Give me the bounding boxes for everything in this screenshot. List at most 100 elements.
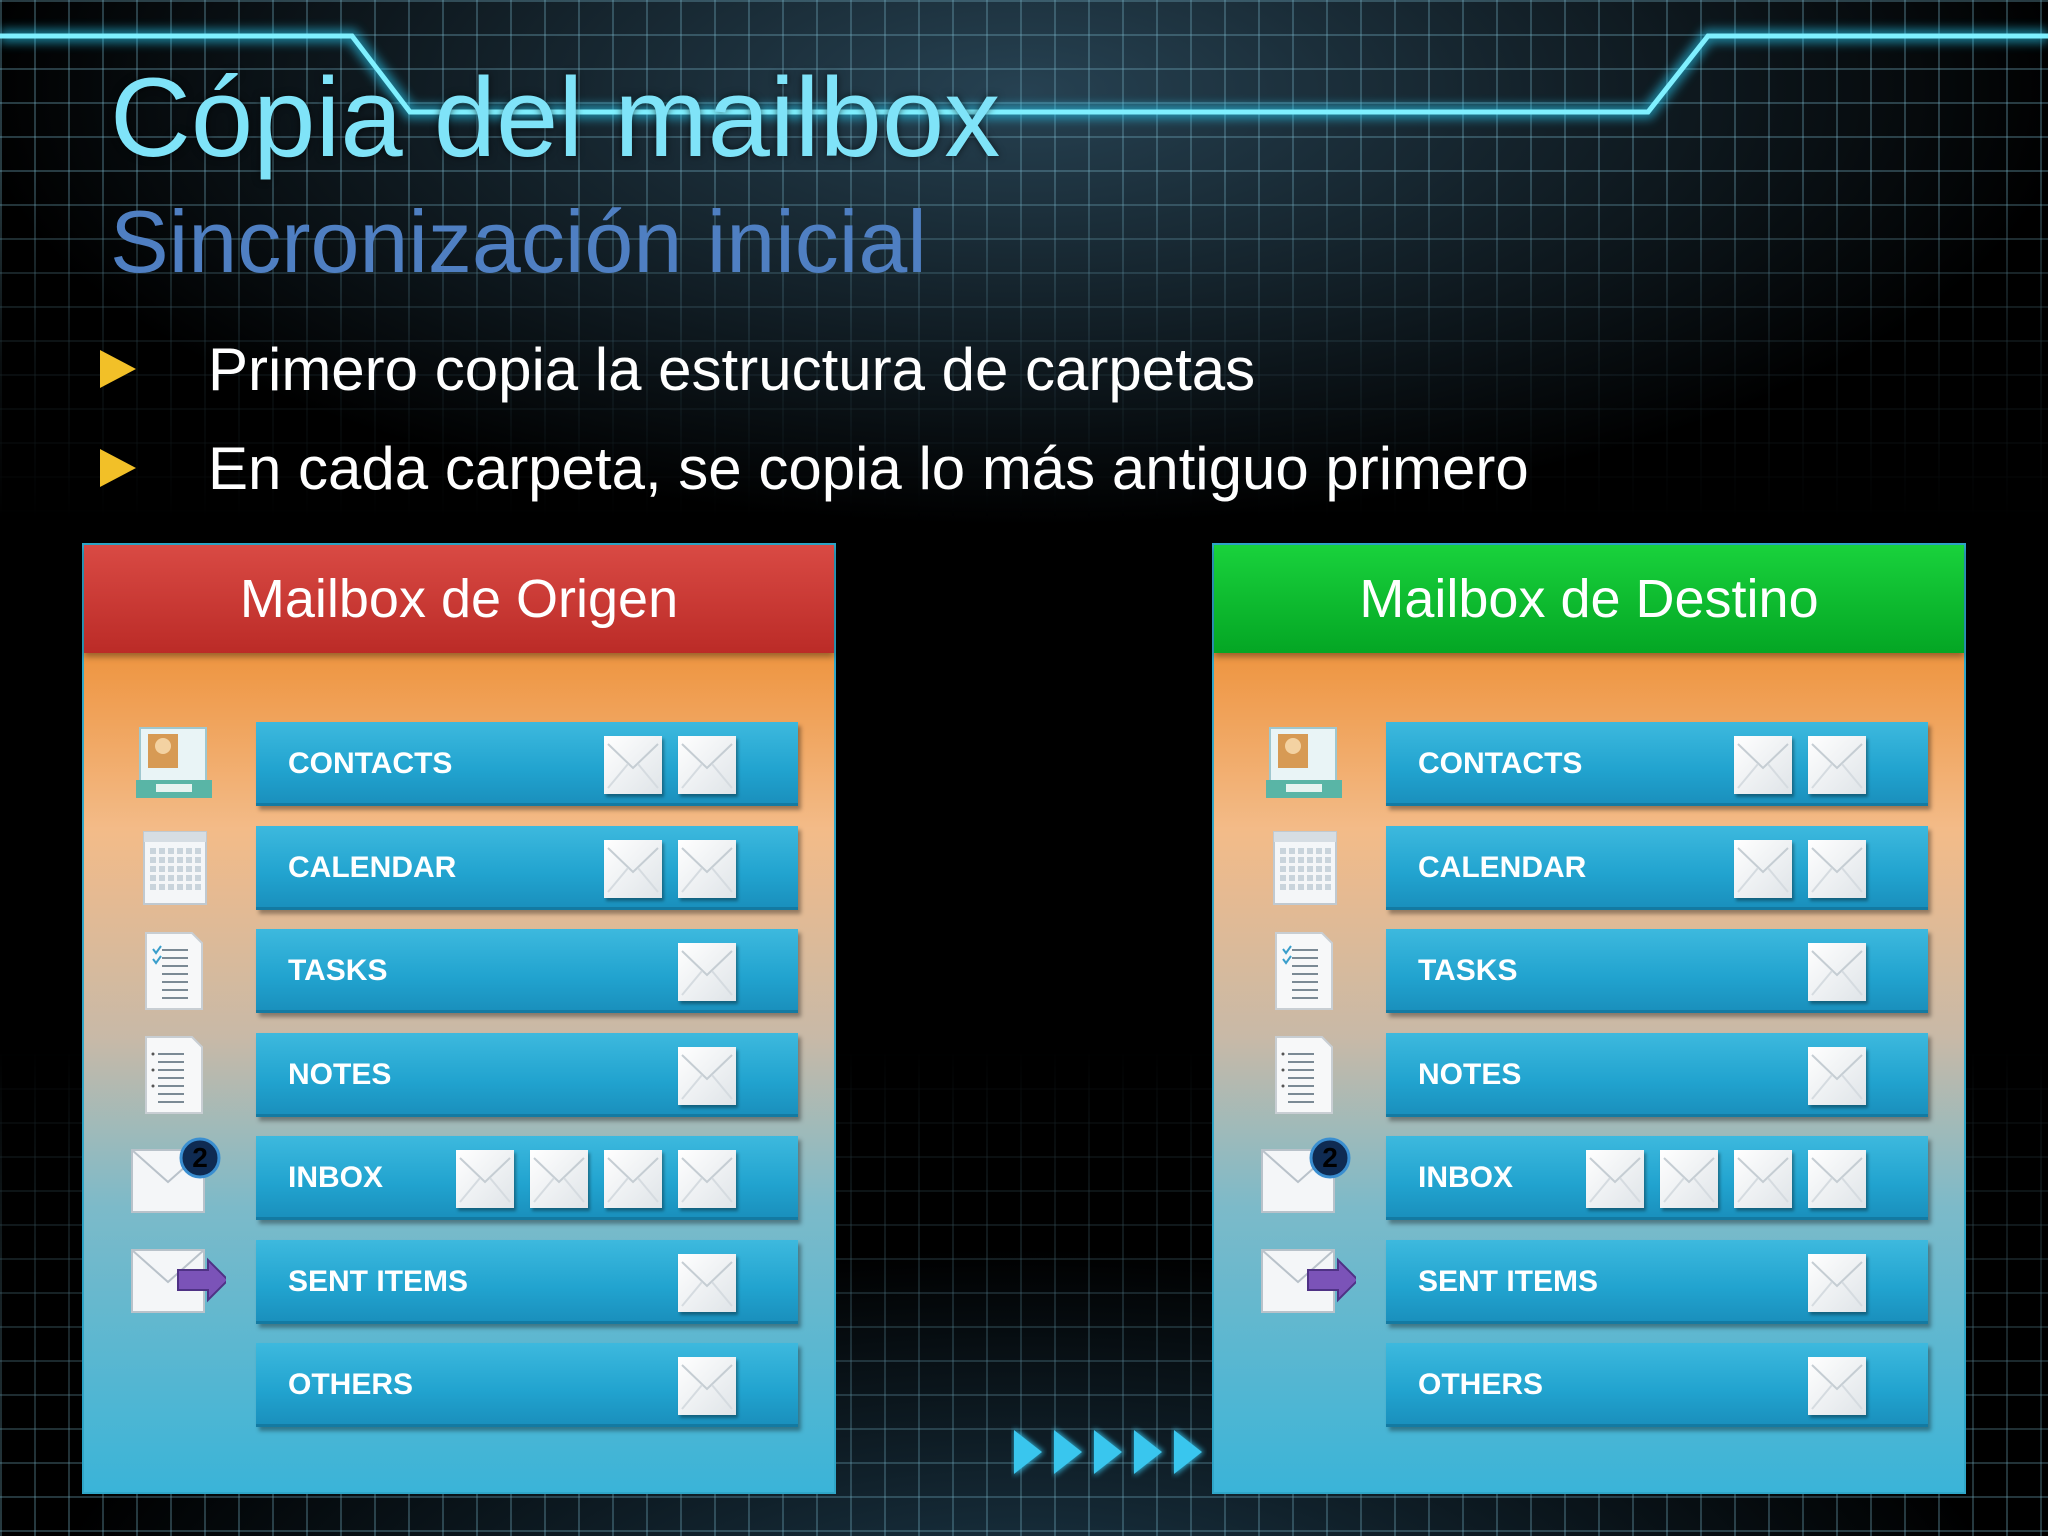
message-envelope-icon <box>678 839 736 898</box>
message-envelope-icon <box>678 943 736 1001</box>
transfer-arrow <box>1094 1430 1122 1474</box>
message-envelope-icon <box>678 1150 736 1208</box>
bullet-item: Primero copia la estructura de carpetas <box>100 334 1255 404</box>
tasks-icon <box>126 929 226 1013</box>
message-envelope-icon <box>1734 736 1792 794</box>
contacts-icon <box>1256 722 1356 806</box>
inbox-unread-badge: 2 <box>192 1142 208 1173</box>
message-envelope-icon <box>604 736 662 794</box>
empty-icon-slot <box>126 1343 226 1427</box>
folder-row-calendar: CALENDAR <box>84 825 834 910</box>
transfer-arrows-icon <box>1014 1428 1204 1476</box>
message-envelope-icon <box>1734 839 1792 898</box>
message-envelope-icon <box>1660 1150 1718 1208</box>
message-envelope-icon <box>1808 1357 1866 1415</box>
folder-label: SENT ITEMS <box>288 1264 469 1298</box>
source-mailbox-panel: Mailbox de Origen CONTACTS CALENDAR TASKS N… <box>82 543 836 1494</box>
folder-row-sent-items: SENT ITEMS <box>1214 1239 1964 1324</box>
bullet-text: En cada carpeta, se copia lo más antiguo… <box>208 434 1529 502</box>
folder-bar-inbox[interactable]: INBOX <box>1386 1136 1928 1220</box>
sent-items-icon <box>126 1240 230 1324</box>
folder-row-notes: NOTES <box>84 1032 834 1117</box>
target-mailbox-header: Mailbox de Destino <box>1214 545 1964 653</box>
folder-bar-contacts[interactable]: CONTACTS <box>1386 722 1928 806</box>
inbox-icon: 2 <box>1256 1136 1356 1220</box>
calendar-icon <box>1256 826 1356 910</box>
folder-bar-sent-items[interactable]: SENT ITEMS <box>256 1239 798 1324</box>
folder-row-others: OTHERS <box>1214 1343 1964 1427</box>
empty-icon-slot <box>1256 1343 1356 1427</box>
transfer-arrow <box>1014 1430 1042 1474</box>
folder-bar-sent-items[interactable]: SENT ITEMS <box>1386 1239 1928 1324</box>
folder-label: CONTACTS <box>1418 747 1583 780</box>
folder-bar-inbox[interactable]: INBOX <box>256 1136 798 1220</box>
notes-icon <box>1256 1033 1356 1117</box>
folder-label: TASKS <box>288 954 388 987</box>
folder-label: OTHERS <box>1418 1368 1544 1401</box>
folder-row-notes: NOTES <box>1214 1032 1964 1117</box>
folder-label: SENT ITEMS <box>1418 1264 1599 1298</box>
message-envelope-icon <box>530 1150 588 1208</box>
message-envelope-icon <box>678 1253 736 1312</box>
folder-label: NOTES <box>1418 1057 1522 1091</box>
target-mailbox-panel: Mailbox de Destino CONTACTS CALENDAR TASKS… <box>1212 543 1966 1494</box>
folder-bar-calendar[interactable]: CALENDAR <box>256 825 798 910</box>
folder-bar-tasks[interactable]: TASKS <box>256 929 798 1013</box>
folder-bar-contacts[interactable]: CONTACTS <box>256 722 798 806</box>
folder-label: CALENDAR <box>288 850 457 884</box>
message-envelope-icon <box>678 1357 736 1415</box>
header-glow-line <box>0 29 2048 119</box>
folder-row-contacts: CONTACTS <box>84 722 834 806</box>
bullet-item: En cada carpeta, se copia lo más antiguo… <box>100 433 1529 503</box>
folder-bar-others[interactable]: OTHERS <box>1386 1343 1928 1427</box>
message-envelope-icon <box>456 1150 514 1208</box>
source-mailbox-header: Mailbox de Origen <box>84 545 834 653</box>
message-envelope-icon <box>1808 1150 1866 1208</box>
folder-row-tasks: TASKS <box>84 929 834 1013</box>
transfer-arrow <box>1134 1430 1162 1474</box>
folder-bar-tasks[interactable]: TASKS <box>1386 929 1928 1013</box>
message-envelope-icon <box>1734 1150 1792 1208</box>
slide-title: Cópia del mailbox <box>110 55 1001 180</box>
folder-row-others: OTHERS <box>84 1343 834 1427</box>
tasks-icon <box>1256 929 1356 1013</box>
folder-bar-calendar[interactable]: CALENDAR <box>1386 825 1928 910</box>
inbox-unread-badge: 2 <box>1322 1142 1338 1173</box>
folder-bar-notes[interactable]: NOTES <box>1386 1032 1928 1117</box>
message-envelope-icon <box>1808 1253 1866 1312</box>
bullet-marker-icon <box>100 449 136 487</box>
folder-label: CALENDAR <box>1418 850 1587 884</box>
message-envelope-icon <box>678 736 736 794</box>
folder-bar-others[interactable]: OTHERS <box>256 1343 798 1427</box>
sent-items-icon <box>1256 1240 1360 1324</box>
bullet-marker-icon <box>100 350 136 388</box>
transfer-arrow <box>1054 1430 1082 1474</box>
message-envelope-icon <box>604 1150 662 1208</box>
folder-row-sent-items: SENT ITEMS <box>84 1239 834 1324</box>
slide-subtitle: Sincronización inicial <box>110 192 927 291</box>
inbox-icon: 2 <box>126 1136 226 1220</box>
folder-label: OTHERS <box>288 1368 414 1401</box>
folder-row-tasks: TASKS <box>1214 929 1964 1013</box>
folder-label: NOTES <box>288 1057 392 1091</box>
transfer-arrow <box>1174 1430 1202 1474</box>
folder-bar-notes[interactable]: NOTES <box>256 1032 798 1117</box>
bullet-text: Primero copia la estructura de carpetas <box>208 335 1256 403</box>
folder-row-calendar: CALENDAR <box>1214 825 1964 910</box>
contacts-icon <box>126 722 226 806</box>
message-envelope-icon <box>1808 839 1866 898</box>
folder-label: CONTACTS <box>288 747 453 780</box>
message-envelope-icon <box>1586 1150 1644 1208</box>
folder-label: INBOX <box>288 1161 384 1194</box>
folder-row-contacts: CONTACTS <box>1214 722 1964 806</box>
message-envelope-icon <box>678 1046 736 1105</box>
calendar-icon <box>126 826 226 910</box>
message-envelope-icon <box>1808 943 1866 1001</box>
message-envelope-icon <box>1808 736 1866 794</box>
folder-label: TASKS <box>1418 954 1518 987</box>
folder-label: INBOX <box>1418 1161 1514 1194</box>
notes-icon <box>126 1033 226 1117</box>
